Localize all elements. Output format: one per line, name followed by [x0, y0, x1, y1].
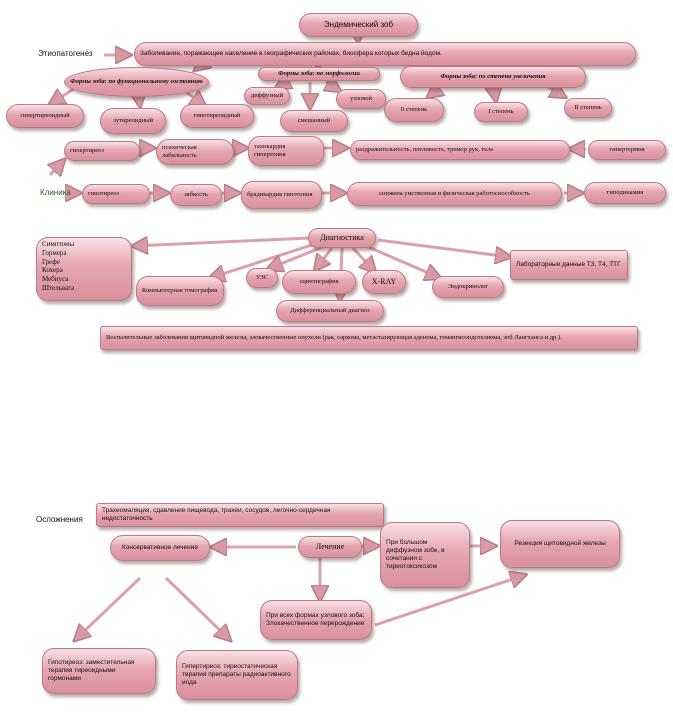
clinic-hypo-chill: зябкость	[170, 184, 222, 206]
form-mixed: смешанный	[280, 110, 348, 132]
clinic-hypo-state: гипотиреоз	[82, 184, 150, 204]
clinic-hypo-cardio: брадикардия гипотония	[241, 181, 322, 209]
arrow-diag-lab	[377, 238, 510, 257]
treatment-title: Лечение	[298, 536, 362, 558]
clinic-hypo-extra: гиподинамия	[584, 182, 666, 204]
label-complications: Осложнения	[36, 515, 83, 524]
arrow-to-hyper	[50, 160, 64, 175]
diagram-title: Эндемический зоб	[299, 13, 418, 37]
label-etiopathogenesis: Этиопатогенез	[38, 49, 93, 58]
degree-0: 0 степень	[384, 98, 444, 122]
clinic-hyper-psych: психическая лабильность	[156, 139, 234, 165]
clinic-hyper-cardio: тахикардия гипертония	[248, 136, 324, 166]
forms-functional-title: Формы зоба: по функциональному состоянию	[64, 67, 209, 97]
forms-degree-title: Формы зоба: по степени увеличения	[400, 66, 586, 88]
diag-scintigraphy: сцинтиграфия	[282, 270, 356, 294]
etiology-box: Заболевание, поражающее население в геог…	[134, 42, 636, 66]
treatment-hyper: Гипертиреоз: тиреостатическая терапия пр…	[176, 650, 298, 700]
clinic-hyper-symptoms: раздражительность, потливость, тремор ру…	[350, 140, 570, 160]
treatment-conservative: Консервативное лечение	[110, 535, 210, 561]
arrow-diag-symptoms	[133, 238, 311, 246]
form-hyperthyroid: гипертиреоидный	[6, 104, 84, 128]
arrow-diag-endo	[365, 244, 440, 278]
diag-differential-text: Воспалительные заболевания щитовидной же…	[100, 326, 638, 350]
arrow-cons-hypo	[75, 576, 142, 640]
clinic-hyper-state: гипертиреоз	[64, 141, 140, 161]
arrow-diag-xray	[351, 246, 375, 272]
treatment-resection: Резекция щитовидной железы	[500, 520, 620, 568]
arrow-degree-0	[428, 88, 440, 97]
forms-morphology-title: Формы зоба: по морфологии	[258, 67, 380, 81]
label-clinic: Клиника	[40, 188, 71, 197]
diag-symptoms-list: Симптомы Гормера Грефе Кохера Мебиуса Шт…	[42, 240, 75, 292]
diag-lab: Лабораторные данные Т3, Т4, ТТГ	[510, 250, 628, 280]
arrow-cons-hyper	[164, 576, 230, 640]
form-nodular: узловой	[336, 89, 386, 109]
title-text: Эндемический зоб	[323, 20, 394, 30]
diag-us: УЗС	[246, 268, 278, 288]
form-hypothyroid: гипотиреоидный	[180, 104, 254, 128]
clinic-hypo-symptoms: снижена умственная и физическая работосп…	[347, 182, 562, 206]
diagnostics-title: Диагностика	[308, 228, 376, 248]
treatment-nodular: При всех формах узлового зоба; Злокачест…	[260, 600, 372, 640]
form-euthyroid: эутиреоидный	[100, 108, 166, 134]
etiology-text: Заболевание, поражающее население в геог…	[140, 50, 442, 58]
complications-box: Трахеомаляция, сдавление пищевода, трахе…	[96, 503, 384, 527]
clinic-hyper-extra: гипертермия	[588, 140, 666, 160]
treatment-diffuse: При большом диффузном зобе, в сочетании …	[380, 522, 470, 588]
diag-differential: Дифференциальный диагноз	[276, 300, 384, 322]
arrow-etiology-functional	[195, 66, 200, 70]
arrow-degree-1	[494, 89, 496, 101]
treatment-hypo: Гипотиреоз: заместительная терапия тирео…	[42, 648, 156, 694]
diag-endocrinologist: Эндокринолог	[432, 276, 504, 298]
arrow-nodular-resection	[374, 575, 525, 627]
arrow-degree-2	[547, 87, 565, 97]
arrow-diag-scint	[315, 247, 334, 270]
arrow-diag-us	[268, 244, 326, 269]
diag-ct: Компьютерная томография	[136, 276, 224, 306]
form-diffuse: диффузный	[244, 87, 290, 105]
diag-xray: X-RAY	[362, 270, 406, 294]
degree-2: II степень	[564, 98, 612, 118]
arrow-morph-nodular	[326, 82, 340, 91]
diag-symptoms-box: Симптомы Гормера Грефе Кохера Мебиуса Шт…	[36, 237, 132, 301]
degree-1: I степень	[474, 102, 528, 122]
